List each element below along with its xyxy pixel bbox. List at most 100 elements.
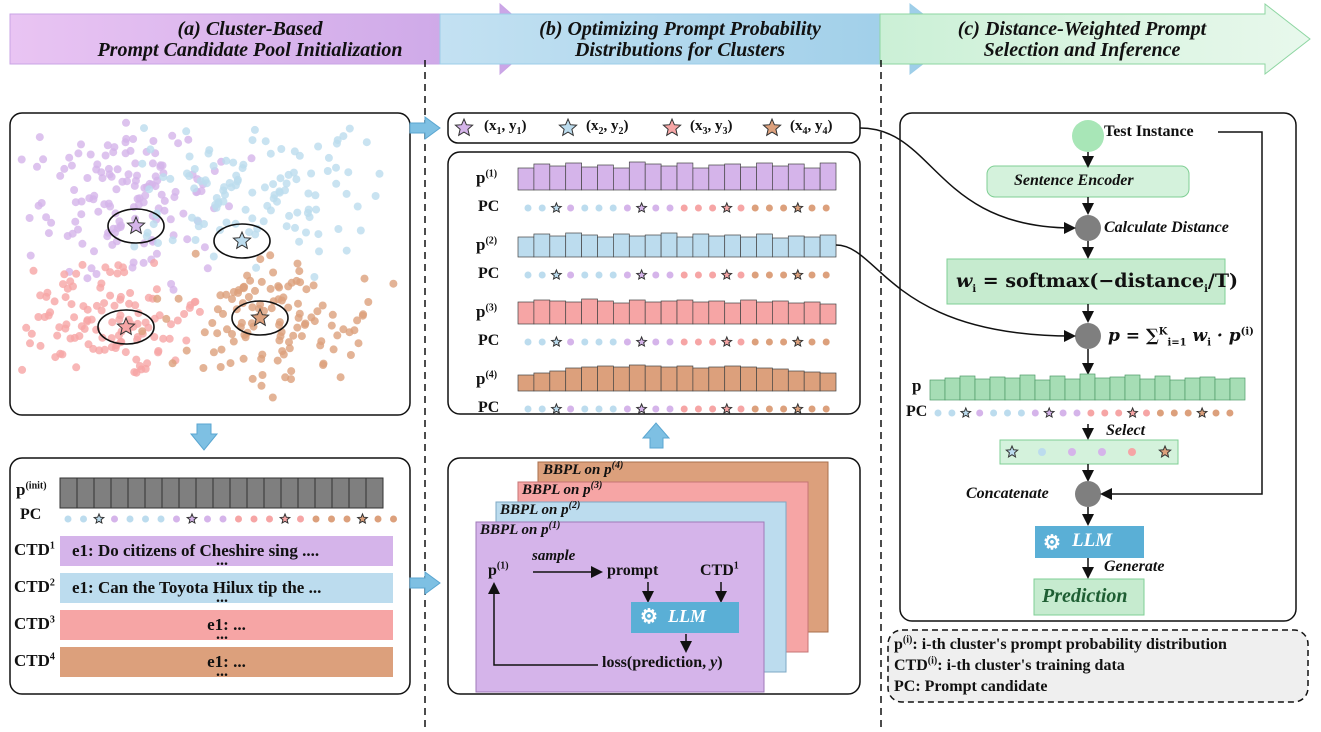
final-distribution-bar bbox=[1094, 377, 1111, 401]
scatter-point bbox=[138, 159, 147, 168]
scatter-point bbox=[216, 363, 225, 371]
scatter-point bbox=[232, 171, 241, 180]
scatter-point bbox=[247, 319, 256, 328]
scatter-point bbox=[287, 367, 296, 376]
pc-dot bbox=[990, 409, 998, 417]
distribution-bar bbox=[740, 166, 757, 191]
distribution-bar bbox=[787, 163, 805, 191]
scatter-point bbox=[125, 299, 134, 308]
scatter-point bbox=[285, 344, 294, 353]
pc-dot bbox=[297, 515, 304, 523]
scatter-point bbox=[71, 217, 80, 226]
scatter-point bbox=[225, 179, 234, 187]
scatter-point bbox=[139, 198, 148, 207]
p-init-bar bbox=[59, 477, 78, 509]
pc-dot bbox=[312, 515, 320, 523]
p-init-bar bbox=[263, 477, 282, 509]
pc-star bbox=[791, 335, 804, 348]
scatter-point bbox=[182, 336, 191, 345]
scatter-point bbox=[332, 163, 340, 172]
scatter-point bbox=[148, 159, 157, 168]
scatter-point bbox=[342, 189, 351, 198]
pc-row-b bbox=[524, 268, 830, 281]
cluster-center-star bbox=[232, 230, 252, 250]
scatter-point bbox=[105, 170, 114, 179]
distribution-label-4: p(4) bbox=[476, 369, 498, 388]
final-distribution-bar bbox=[1034, 379, 1051, 401]
llm-box-c bbox=[1035, 526, 1144, 558]
p-label-c: p bbox=[912, 376, 922, 395]
right-arrow-bottom bbox=[409, 571, 441, 595]
pc-dot bbox=[538, 204, 546, 212]
scatter-point bbox=[256, 255, 265, 264]
pc-dot bbox=[652, 405, 660, 413]
pc-star bbox=[550, 402, 563, 415]
scatter-point bbox=[315, 247, 323, 256]
pc-dot bbox=[1115, 409, 1123, 417]
final-distribution-bar bbox=[1079, 373, 1096, 401]
distribution-bar bbox=[565, 162, 582, 191]
scatter-point bbox=[209, 162, 218, 170]
distribution-bar bbox=[628, 364, 646, 392]
p-init-bar bbox=[365, 477, 384, 509]
pc-dot bbox=[567, 204, 575, 212]
scatter-point bbox=[61, 324, 70, 333]
scatter-point bbox=[70, 186, 79, 194]
pc-dot bbox=[1059, 409, 1067, 417]
final-distribution-bar bbox=[959, 375, 976, 401]
pc-dot bbox=[765, 405, 773, 413]
p-init-bar bbox=[76, 477, 95, 509]
example-star bbox=[558, 117, 578, 137]
scatter-point bbox=[141, 191, 150, 200]
scatter-point bbox=[290, 147, 299, 156]
pc-dot bbox=[374, 515, 382, 523]
pc-dot bbox=[538, 338, 546, 346]
distribution-bar bbox=[724, 234, 741, 258]
scatter-point bbox=[200, 220, 208, 228]
concatenate-label: Concatenate bbox=[966, 485, 1049, 502]
example-2: (x2, y2) bbox=[586, 118, 629, 137]
pc-dot bbox=[694, 271, 702, 279]
scatter-point bbox=[95, 346, 104, 355]
pc-dot bbox=[709, 405, 717, 413]
ctd-bar-1: e1: Do citizens of Cheshire sing .... bbox=[60, 536, 393, 566]
final-distribution-bar bbox=[989, 376, 1006, 401]
scatter-point bbox=[191, 297, 200, 306]
scatter-point bbox=[36, 291, 45, 300]
pc-dot bbox=[822, 338, 830, 346]
scatter-point bbox=[314, 230, 323, 239]
pc-row-b bbox=[524, 402, 830, 415]
select-label: Select bbox=[1106, 422, 1146, 439]
pc-dot bbox=[623, 271, 631, 279]
distribution-bar bbox=[613, 366, 630, 392]
scatter-point bbox=[25, 214, 34, 222]
scatter-point bbox=[275, 320, 284, 329]
scatter-point bbox=[108, 318, 117, 327]
pc-row-a bbox=[64, 512, 397, 525]
distribution-bar bbox=[692, 167, 710, 191]
scatter-point bbox=[273, 197, 281, 206]
scatter-point bbox=[132, 355, 141, 364]
scatter-point bbox=[77, 140, 85, 149]
distribution-bar bbox=[708, 235, 726, 258]
scatter-point bbox=[131, 301, 140, 310]
final-distribution-bar bbox=[1139, 378, 1156, 401]
scatter-point bbox=[78, 239, 87, 248]
scatter-point bbox=[222, 218, 231, 227]
p-init-bar bbox=[331, 477, 350, 509]
scatter-point bbox=[27, 329, 36, 338]
scatter-point bbox=[223, 325, 231, 334]
distribution-bar bbox=[533, 372, 551, 392]
scatter-point bbox=[269, 180, 278, 189]
pc-dot bbox=[111, 515, 118, 523]
ctd-label-b: CTD1 bbox=[700, 560, 739, 579]
scatter-point bbox=[17, 155, 26, 164]
final-distribution-bar bbox=[929, 379, 946, 401]
distribution-bar bbox=[549, 235, 567, 258]
pc-star bbox=[720, 402, 733, 415]
pc-star bbox=[720, 335, 733, 348]
pc-dot bbox=[1087, 409, 1095, 417]
pc-dot bbox=[822, 271, 830, 279]
scatter-point bbox=[128, 263, 137, 272]
